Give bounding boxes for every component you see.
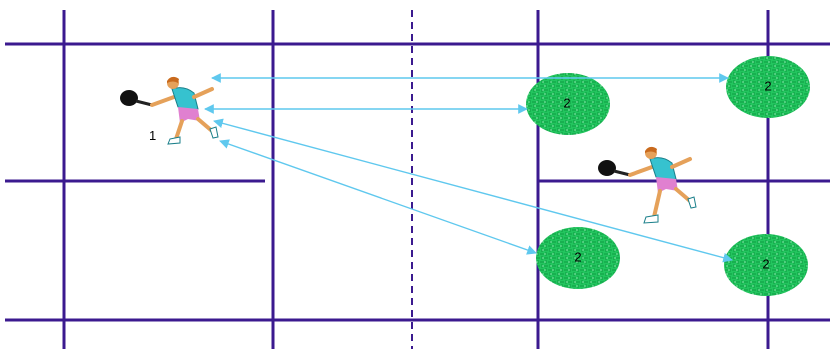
player-1-label: 1 xyxy=(149,128,156,143)
zone-far-top: 2 xyxy=(726,56,810,118)
svg-text:2: 2 xyxy=(563,95,570,110)
racket-icon xyxy=(120,90,153,107)
player-2 xyxy=(598,146,697,224)
arrow-to-far-bottom xyxy=(213,118,733,263)
shot-arrows xyxy=(204,73,733,263)
racket-icon xyxy=(598,160,631,177)
zone-far-bottom: 2 xyxy=(724,234,808,296)
player-1 xyxy=(120,76,219,145)
svg-text:2: 2 xyxy=(574,249,581,264)
arrow-to-near-bottom xyxy=(219,139,537,255)
svg-text:2: 2 xyxy=(764,78,771,93)
court-lines xyxy=(5,10,830,349)
zone-near-bottom: 2 xyxy=(536,227,620,289)
zone-near-top: 2 xyxy=(526,73,610,135)
svg-text:2: 2 xyxy=(762,256,769,271)
